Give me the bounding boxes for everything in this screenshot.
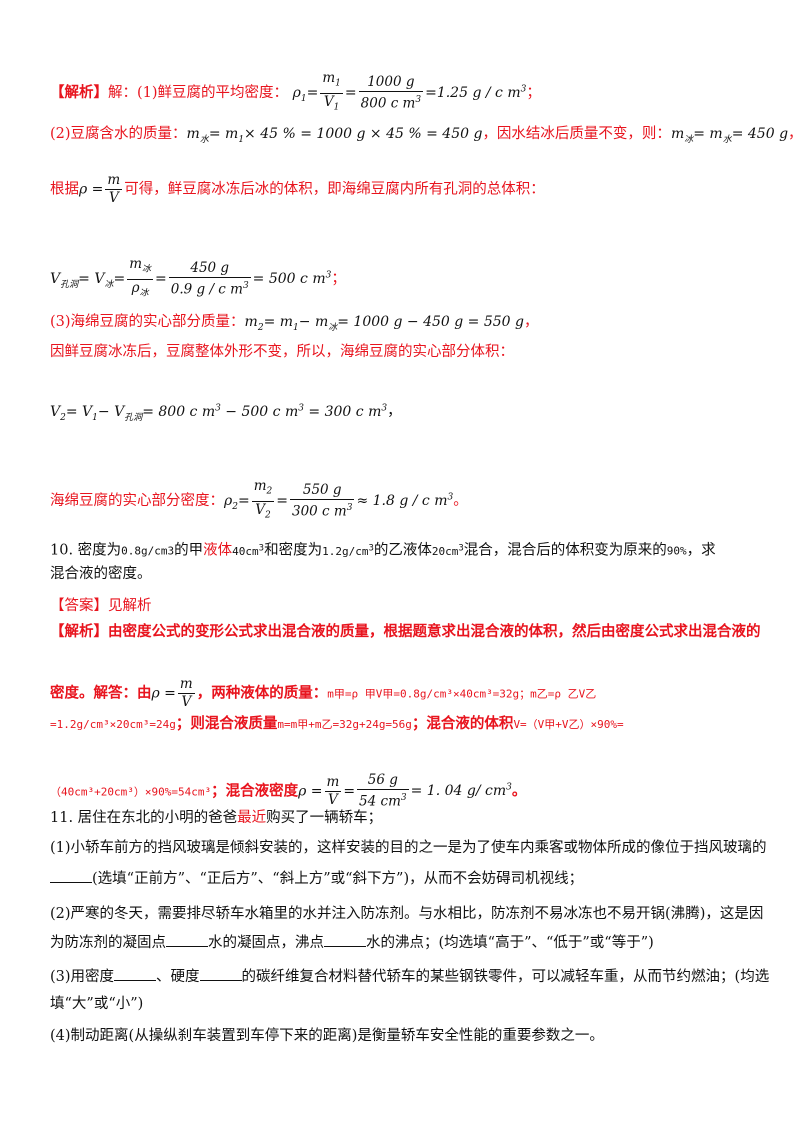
answer-blank-4[interactable] — [114, 966, 157, 981]
answer-blank-3[interactable] — [324, 932, 366, 947]
question-10-line1: 10. 密度为0.8g/cm3的甲液体40cm3和密度为1.2g/cm3的乙液体… — [50, 542, 716, 559]
analysis-line1: 【解析】由密度公式的变形公式求出混合液的质量，根据题意求出混合液的体积，然后由密… — [50, 623, 761, 640]
ice-mass-formula: m冰= m水= 450 g — [670, 126, 789, 145]
density-result: =1.25 g / c m3 — [425, 84, 527, 102]
question-11-part3-cont: 填“大”或“小”) — [50, 996, 144, 1012]
part3-heading: (3)海绵豆腐的实心部分质量： — [50, 314, 245, 330]
question-11-part4: (4)制动距离(从操纵刹车装置到车停下来的距离)是衡量轿车安全性能的重要参数之一… — [50, 1028, 604, 1044]
punctuation: ， — [788, 126, 800, 142]
solid-mass-formula: m2= m1− m冰= 1000 g − 450 g = 550 g — [244, 314, 525, 333]
answer-blank-5[interactable] — [199, 966, 242, 981]
part2-heading: (2)豆腐含水的质量： — [50, 126, 187, 142]
rho1-symbol: ρ1 — [292, 85, 307, 104]
hole-volume-result: = 500 c m3 — [252, 270, 332, 288]
question-11-part3: (3)用密度、硬度的碳纤维复合材料替代轿车的某些钢铁零件，可以减轻车重，从而节约… — [50, 966, 769, 987]
question-11-line1: 11. 居住在东北的小明的爸爸最近购买了一辆轿车； — [50, 810, 383, 826]
punctuation: ； — [526, 85, 541, 102]
question-11-part1: (1)小轿车前方的挡风玻璃是倾斜安装的，这样安装的目的之一是为了使车内乘客或物体… — [50, 840, 767, 856]
question-11-part2-cont: 为防冻剂的凝固点水的凝固点，沸点水的沸点；(均选填“高于”、“低于”或“等于”) — [50, 932, 654, 953]
solid-volume-equation: V2= V1− V孔洞= 800 c m3 − 500 c m3 = 300 c… — [50, 403, 402, 423]
answer-blank-1[interactable] — [50, 868, 92, 883]
solution-part2: (2)豆腐含水的质量：m水= m1× 45 % = 1000 g × 45 % … — [50, 124, 800, 150]
analysis-line3: =1.2g/cm³×20cm³=24g；则混合液质量m=m甲+m乙=32g+24… — [50, 715, 624, 732]
ice-volume-description: 可得，鲜豆腐冰冻后冰的体积，即海绵豆腐内所有孔洞的总体积： — [124, 181, 545, 198]
according-to-text: 根据 — [50, 181, 79, 198]
equals-sign: = — [344, 85, 357, 102]
answer-blank-2[interactable] — [166, 932, 208, 947]
rho-symbol: ρ = — [79, 181, 104, 198]
question-11-part1-cont: (选填“正前方”、“正后方”、“斜上方”或“斜下方”)，从而不会妨碍司机视线； — [50, 868, 583, 889]
v-hole-formula: V孔洞= V冰= — [50, 271, 126, 290]
solution-part3: (3)海绵豆腐的实心部分质量：m2= m1− m冰= 1000 g − 450 … — [50, 314, 539, 333]
water-mass-formula: m水= m1× 45 % = 1000 g × 45 % = 450 g — [186, 126, 483, 145]
part1-heading: 解：(1)鲜豆腐的平均密度： — [108, 85, 289, 102]
equals-sign: = — [306, 85, 319, 102]
shape-unchanged-text: 因鲜豆腐冰冻后，豆腐整体外形不变，所以，海绵豆腐的实心部分体积： — [50, 344, 514, 360]
part2-middle-text: ，因水结冰后质量不变，则： — [482, 126, 671, 142]
analysis-label: 【解析】 — [50, 84, 108, 102]
solid-density-heading: 海绵豆腐的实心部分密度： — [50, 493, 224, 510]
answer-label: 【答案】见解析 — [50, 598, 152, 614]
question-10-line2: 混合液的密度。 — [50, 566, 152, 582]
question-11-part2: (2)严寒的冬天，需要排尽轿车水箱里的水并注入防冻剂。与水相比，防冻剂不易冰冻也… — [50, 906, 764, 922]
